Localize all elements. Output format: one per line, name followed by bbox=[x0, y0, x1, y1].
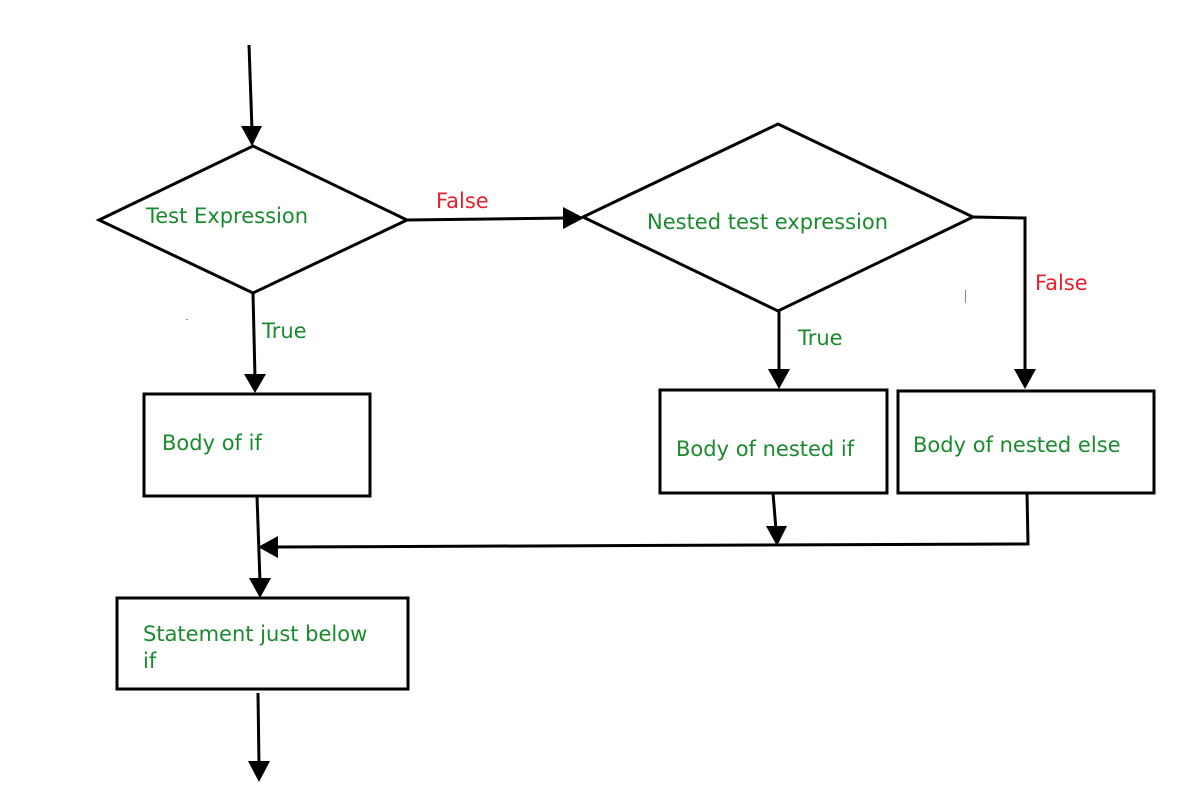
body-of-nested-else-label: Body of nested else bbox=[913, 433, 1121, 457]
nested-false-label: False bbox=[1035, 271, 1088, 295]
body-of-nested-if-label: Body of nested if bbox=[676, 437, 855, 461]
entry-arrowhead bbox=[241, 126, 262, 146]
test-true-label: True bbox=[261, 319, 307, 343]
statement-arrowhead bbox=[249, 578, 271, 598]
scan-speck bbox=[965, 290, 966, 303]
test-false-connector bbox=[406, 216, 569, 222]
merge-arrowhead bbox=[258, 536, 278, 558]
body-of-if-box bbox=[142, 392, 372, 498]
statement-just-below-if-box bbox=[115, 596, 410, 691]
test-expression-label: Test Expression bbox=[145, 204, 308, 228]
test-true-arrowhead bbox=[244, 374, 266, 393]
test-true-connector bbox=[251, 292, 257, 379]
nested-false-connector bbox=[972, 215, 1027, 373]
statement-label-line-1: Statement just below bbox=[143, 622, 367, 646]
entry-connector bbox=[247, 44, 254, 131]
statement-just-below-if-label: Statement just below if bbox=[143, 622, 374, 673]
nested-true-label: True bbox=[797, 326, 843, 350]
nested-true-arrowhead bbox=[768, 369, 790, 389]
test-false-label: False bbox=[436, 189, 489, 213]
nested-if-out-connector bbox=[771, 492, 778, 531]
exit-arrowhead bbox=[248, 761, 270, 782]
nested-if-out-arrowhead bbox=[766, 526, 787, 546]
body-of-if-label: Body of if bbox=[162, 431, 262, 455]
statement-label-line-2: if bbox=[143, 649, 157, 673]
nested-false-arrowhead bbox=[1014, 369, 1036, 389]
scan-speck bbox=[186, 319, 188, 320]
body-of-nested-else-box bbox=[896, 389, 1156, 495]
test-false-arrowhead bbox=[563, 207, 584, 229]
nested-test-expression-label: Nested test expression bbox=[647, 210, 888, 234]
nested-else-out-connector bbox=[271, 492, 1030, 549]
exit-connector bbox=[256, 692, 261, 766]
body-of-if-out-connector bbox=[255, 495, 262, 583]
